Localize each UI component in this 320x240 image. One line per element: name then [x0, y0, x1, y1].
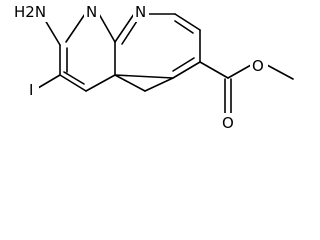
atom-bg-iodine: [27, 80, 39, 100]
atom-label-ring-n8: N: [135, 3, 146, 21]
bond-c6-i: [37, 74, 61, 89]
bond-layer: [37, 13, 294, 114]
bond-c2-c3: [174, 13, 201, 31]
bond-c3-carbonyl-c: [199, 61, 229, 79]
bond-c2-c3-inner: [174, 20, 194, 34]
bond-c4a-c5: [85, 74, 116, 92]
chemical-structure-diagram: H2N N N I O O: [12, 2, 294, 133]
bond-carbonyl-c-ester-o: [227, 64, 252, 79]
atom-label-iodine: I: [29, 81, 33, 99]
atom-label-carbonyl-o: O: [222, 114, 234, 132]
bond-c5-c6-inner: [63, 71, 85, 85]
bond-c4-c4a: [114, 74, 174, 79]
atom-bg-ester-o: [250, 56, 268, 76]
atom-bg-n8: [133, 2, 149, 22]
bond-c5-c6: [59, 74, 87, 92]
bond-c4a-ring-bottom-2: [144, 77, 174, 92]
atom-bg-carbonyl-o: [219, 113, 237, 133]
bond-c4-c4a-top: [172, 61, 201, 79]
atom-label-ester-o: O: [252, 57, 264, 75]
atom-label-layer: H2N N N I O O: [12, 2, 268, 133]
bond-n1-c8a: [98, 13, 116, 43]
bond-ester-o-methyl: [266, 64, 294, 80]
bond-c4a-ring-bottom: [114, 74, 146, 92]
bond-c7-nh2: [44, 19, 61, 46]
bond-c8a-n8: [114, 13, 135, 43]
bond-c7-n1: [65, 13, 86, 43]
bond-c4-c4a-inner: [172, 57, 195, 72]
atom-label-ring-n1: N: [86, 3, 97, 21]
bond-c8a-n8-inner: [121, 20, 138, 45]
atom-label-amine: H2N: [14, 3, 46, 21]
atom-bg-amine: [12, 2, 48, 22]
atom-bg-n1: [84, 2, 100, 22]
